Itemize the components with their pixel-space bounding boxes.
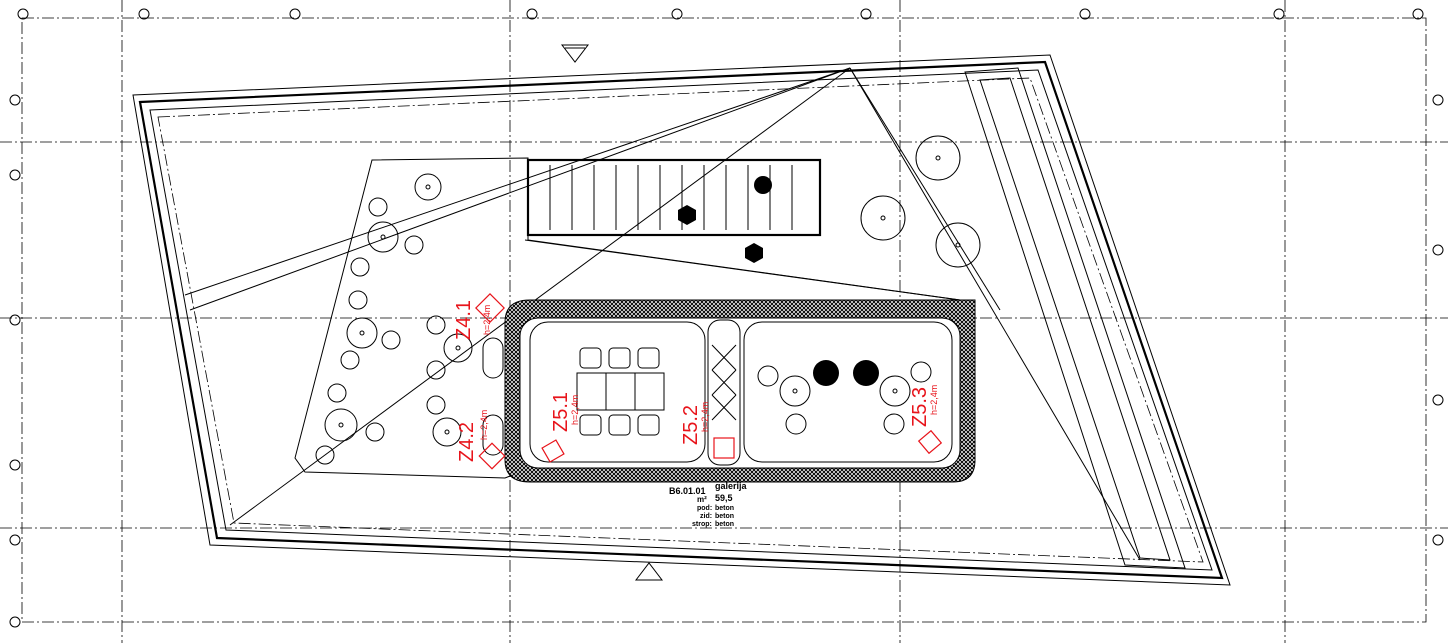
section-marker-top xyxy=(560,44,590,63)
floor-label: pod: xyxy=(697,505,712,512)
zone-label: Z5.3 xyxy=(909,387,931,427)
zone-label: Z5.2 xyxy=(680,405,702,445)
zone-z4-2: Z4.2 h=2,4m xyxy=(456,410,506,470)
seating-left xyxy=(315,173,504,465)
building-outline xyxy=(132,54,1231,586)
grid-markers xyxy=(9,8,1444,628)
ceiling-finish: beton xyxy=(715,521,734,528)
room-name: galerija xyxy=(715,481,748,491)
room-number: B6.01.01 xyxy=(669,486,706,496)
wall-finish: beton xyxy=(715,513,734,520)
dining-table xyxy=(576,347,665,436)
staircase xyxy=(524,158,961,301)
zone-z4-1: Z4.1 h=2,4m xyxy=(453,293,505,340)
room-tag: B6.01.01 galerija m² 59,5 pod: beton zid… xyxy=(669,481,748,528)
planters-right xyxy=(860,135,981,268)
floor-finish: beton xyxy=(715,505,734,512)
room-area: 59,5 xyxy=(715,493,733,503)
zone-label: Z4.1 xyxy=(453,300,475,340)
zone-z5-2: Z5.2 h=2,4m xyxy=(680,402,735,459)
section-marker-bottom xyxy=(634,562,664,581)
zone-height: h=2,4m xyxy=(570,395,580,425)
zone-height: h=2,4m xyxy=(929,385,939,415)
zone-markers: Z4.1 h=2,4m Z4.2 h=2,4m Z5.1 h=2,4m Z5.2… xyxy=(453,293,943,470)
zone-height: h=2,4m xyxy=(479,410,489,440)
wall-label: zid: xyxy=(700,513,712,520)
zone-label: Z5.1 xyxy=(550,392,572,432)
zone-z5-1: Z5.1 h=2,4m xyxy=(541,392,580,463)
zone-height: h=2,4m xyxy=(482,305,492,335)
zone-label: Z4.2 xyxy=(456,422,478,462)
ceiling-label: strop: xyxy=(692,521,712,528)
diagonal-beams xyxy=(184,67,1141,561)
zone-z5-3: Z5.3 h=2,4m xyxy=(909,385,943,455)
zone-height: h=2,4m xyxy=(700,402,710,432)
area-unit: m² xyxy=(697,495,707,504)
gallery-room xyxy=(504,299,976,483)
